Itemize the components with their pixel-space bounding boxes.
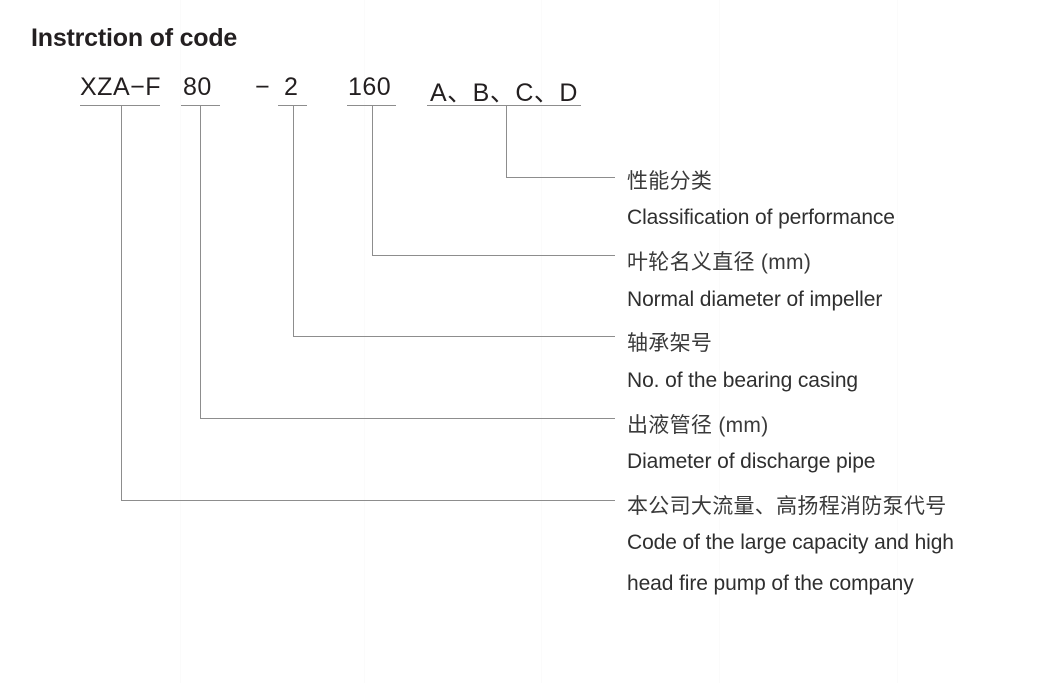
leader-vertical-1 [506, 105, 507, 177]
leader-horizontal-5 [121, 500, 615, 501]
code-segment-1: XZA−F [80, 73, 161, 101]
scan-seam-4 [719, 0, 720, 683]
scan-seam-5 [897, 0, 898, 683]
leader-vertical-3 [293, 105, 294, 336]
label-chinese-3: 轴承架号 [627, 332, 713, 355]
leader-horizontal-1 [506, 177, 615, 178]
leader-horizontal-2 [372, 255, 615, 256]
leader-vertical-2 [372, 105, 373, 255]
label-english-1-line-1: Classification of performance [627, 206, 895, 229]
code-segment-underline-4 [347, 105, 396, 106]
code-segment-2: 80 [183, 73, 212, 101]
code-segment-underline-5 [427, 105, 581, 106]
label-english-2-line-1: Normal diameter of impeller [627, 288, 883, 311]
label-english-5-line-1: Code of the large capacity and high [627, 531, 954, 554]
scan-seam-2 [364, 0, 365, 683]
code-segment-underline-1 [80, 105, 160, 106]
label-chinese-2: 叶轮名义直径 (mm) [627, 251, 812, 274]
leader-horizontal-4 [200, 418, 615, 419]
page-title: Instrction of code [31, 23, 238, 52]
scan-seam-3 [541, 0, 542, 683]
code-segment-5: A、B、C、D [430, 79, 578, 107]
label-english-4-line-1: Diameter of discharge pipe [627, 450, 876, 473]
code-segment-3: 2 [284, 73, 299, 101]
code-separator-dash: − [255, 73, 270, 101]
scan-seam-1 [180, 0, 181, 683]
label-english-5-line-2: head fire pump of the company [627, 572, 914, 595]
code-segment-underline-3 [278, 105, 307, 106]
label-chinese-4: 出液管径 (mm) [627, 414, 769, 437]
leader-horizontal-3 [293, 336, 615, 337]
label-chinese-1: 性能分类 [627, 170, 713, 193]
code-segment-4: 160 [348, 73, 392, 101]
label-english-3-line-1: No. of the bearing casing [627, 369, 858, 392]
label-chinese-5: 本公司大流量、高扬程消防泵代号 [627, 495, 947, 518]
leader-vertical-5 [121, 105, 122, 500]
leader-vertical-4 [200, 105, 201, 418]
